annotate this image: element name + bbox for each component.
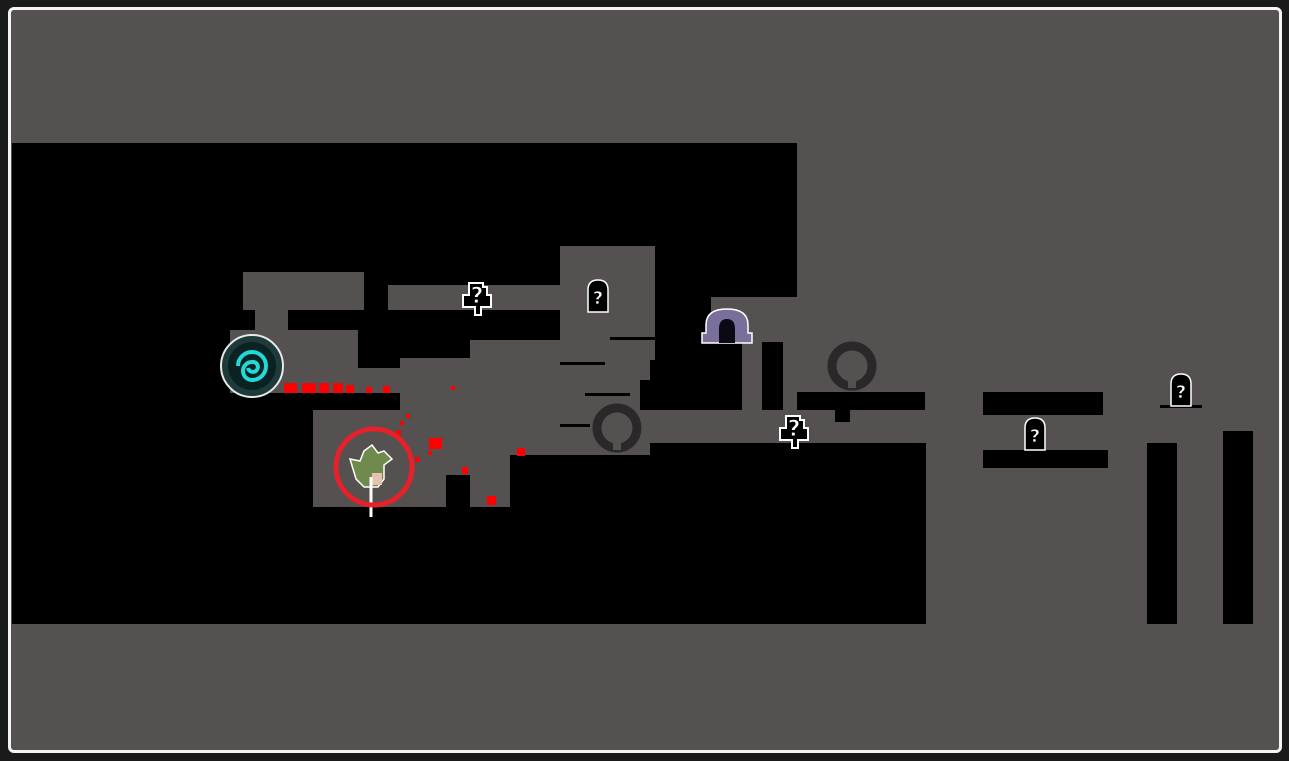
archway-door-icon[interactable] xyxy=(701,308,753,344)
player-icon[interactable] xyxy=(333,426,415,517)
room-walls xyxy=(446,337,783,507)
unexplored-area xyxy=(12,143,1253,624)
path-trail xyxy=(284,383,525,505)
minimap-frame: ? ? xyxy=(8,7,1282,753)
question-shrine-icon[interactable] xyxy=(1024,417,1046,451)
question-shrine-icon[interactable] xyxy=(1170,373,1192,407)
minimap[interactable]: ? ? xyxy=(8,7,1282,753)
explored-rooms xyxy=(230,143,1277,507)
player-ring xyxy=(333,426,415,508)
question-shrine-icon[interactable] xyxy=(587,279,609,313)
portal-icon[interactable] xyxy=(220,334,284,398)
